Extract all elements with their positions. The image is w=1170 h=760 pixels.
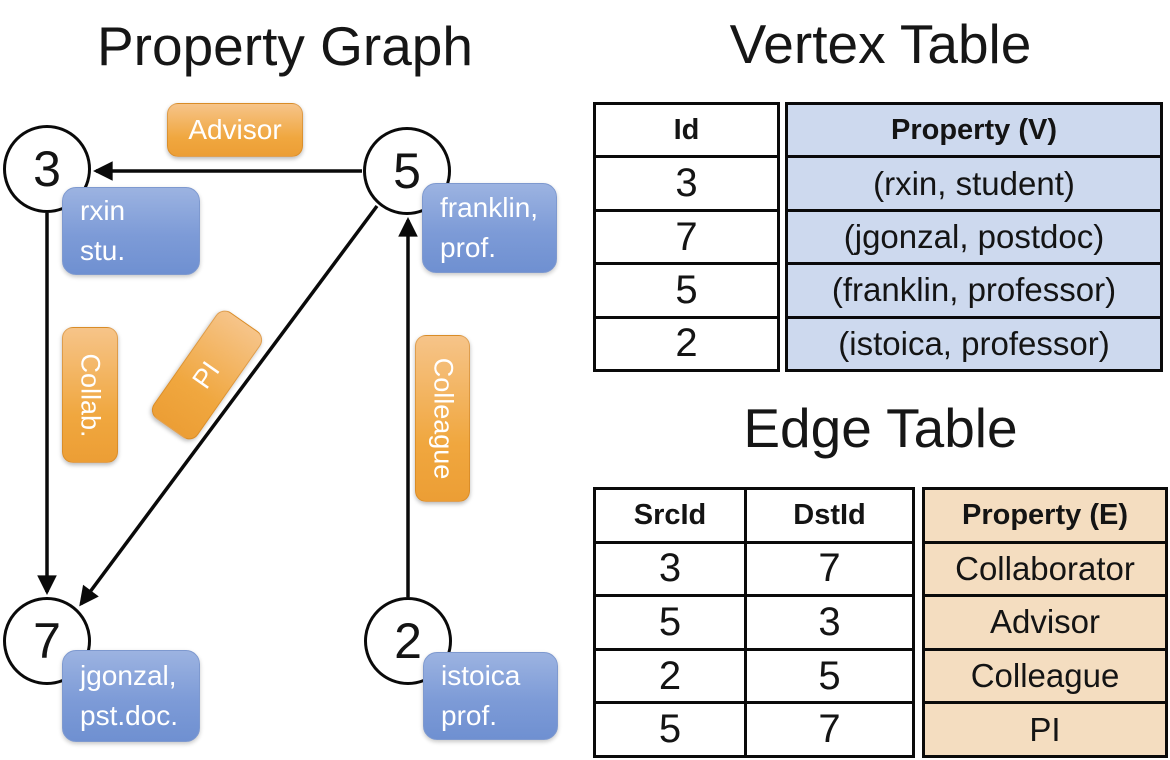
edge-table-dstid-cell: 7 (747, 701, 912, 755)
edge-table-property-column: Property (E) Collaborator Advisor Collea… (922, 487, 1168, 758)
vertex-property-line: istoica (441, 660, 521, 692)
vertex-property-line: rxin (80, 195, 126, 227)
vertex-property-box-rxin: rxin stu. (62, 187, 200, 275)
edge-pi-arrow (79, 204, 379, 607)
node-id-label: 7 (33, 613, 61, 669)
vertex-table-id-cell: 2 (596, 315, 777, 369)
edge-table-property-header: Property (E) (962, 498, 1128, 531)
edge-table-id-columns: SrcId 3 5 2 5 DstId 7 3 5 7 (593, 487, 915, 758)
vertex-table-title: Vertex Table (729, 13, 1032, 75)
vertex-table-id-cell: 5 (596, 262, 777, 315)
edge-table-property-cell: Advisor (925, 594, 1165, 648)
edge-label-advisor: Advisor (167, 103, 303, 157)
vertex-property-box-franklin: franklin, prof. (422, 183, 557, 273)
vertex-property-line: jgonzal, (80, 660, 177, 692)
vertex-table-id-cell: 7 (596, 208, 777, 262)
edge-table-dstid-cell: 7 (747, 540, 912, 595)
vertex-table-id-cell: 3 (596, 155, 777, 208)
edge-table-dstid-header: DstId (793, 498, 866, 531)
vertex-property-line: prof. (440, 232, 497, 263)
edge-table-srcid-cell: 5 (596, 594, 744, 648)
vertex-property-line: franklin, (440, 192, 539, 224)
vertex-node-3: 3 (3, 125, 91, 213)
edge-table-dstid-cell: 3 (747, 594, 912, 648)
vertex-property-box-istoica: istoica prof. (423, 652, 558, 740)
vertex-table-property-cell: (istoica, professor) (788, 315, 1160, 369)
edge-label-text: Advisor (188, 114, 282, 145)
node-id-label: 5 (393, 143, 421, 199)
edge-table-dstid-cell: 5 (747, 647, 912, 702)
vertex-table-property-column: Property (V) (rxin, student) (jgonzal, p… (785, 102, 1163, 372)
edge-table-title: Edge Table (743, 397, 1018, 459)
vertex-table-property-cell: (franklin, professor) (788, 262, 1160, 315)
edge-table-property-cell: PI (925, 701, 1165, 755)
edge-label-text: PI (186, 355, 227, 394)
node-id-label: 3 (33, 141, 61, 197)
edge-label-collab: Collab. (62, 327, 118, 463)
node-id-label: 2 (394, 613, 422, 669)
edge-label-colleague: Colleague (415, 335, 470, 502)
edge-table-srcid-header: SrcId (633, 498, 707, 531)
edge-table-srcid-cell: 5 (596, 701, 744, 755)
edge-table-srcid-cell: 3 (596, 540, 744, 595)
vertex-property-box-jgonzal: jgonzal, pst.doc. (62, 650, 200, 742)
edge-table-srcid-column: SrcId 3 5 2 5 (596, 490, 744, 755)
edge-table-property-cell: Colleague (925, 647, 1165, 702)
vertex-property-line: pst.doc. (80, 700, 179, 731)
edge-label-text: Colleague (428, 357, 458, 480)
property-graph-title: Property Graph (96, 15, 473, 77)
vertex-table-property-cell: (jgonzal, postdoc) (788, 208, 1160, 262)
vertex-table-id-column: Id 3 7 5 2 (593, 102, 780, 372)
edge-table-property-cell: Collaborator (925, 540, 1165, 595)
vertex-table-property-cell: (rxin, student) (788, 155, 1160, 208)
edge-table-srcid-cell: 2 (596, 647, 744, 702)
vertex-property-line: stu. (80, 235, 126, 266)
vertex-property-line: prof. (441, 700, 498, 731)
vertex-table-property-header: Property (V) (891, 113, 1057, 146)
edge-table-dstid-column: DstId 7 3 5 7 (744, 490, 912, 755)
edge-label-text: Collab. (75, 352, 106, 438)
vertex-table-id-header: Id (673, 113, 700, 146)
